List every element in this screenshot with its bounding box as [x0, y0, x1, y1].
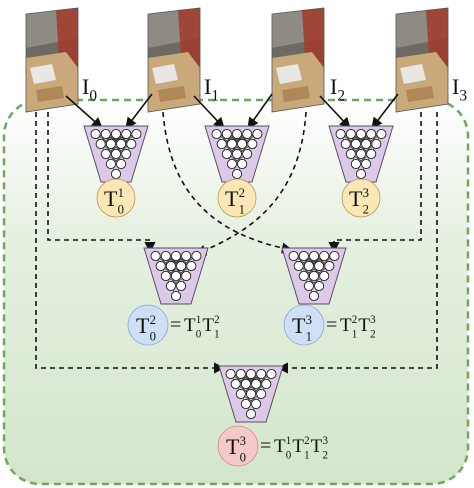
camera-image-1: [147, 7, 201, 113]
image-label-3: I3: [452, 74, 467, 105]
level1-node-2: [341, 178, 381, 218]
arrow-i0-net01: [65, 95, 103, 129]
image-label-2: I2: [330, 74, 345, 105]
network-0-2: [143, 247, 209, 305]
image-label-0: I0: [82, 74, 97, 105]
level1-node-0: [96, 178, 136, 218]
network-2-3: [328, 125, 394, 183]
camera-image-2: [271, 7, 325, 113]
arrow-i0-net02: [47, 112, 156, 254]
level2-node-0: [127, 304, 169, 346]
level2-node-1: [283, 304, 325, 346]
level2-equals-1: =: [326, 314, 337, 336]
arrow-i2-net12: [247, 93, 273, 129]
camera-image-0: [25, 7, 79, 113]
network-1-2: [204, 125, 270, 183]
network-1-3: [281, 247, 347, 305]
arrow-i2-net23: [319, 95, 351, 129]
arrow-i1-net12: [193, 95, 225, 129]
arrow-i3-net23: [371, 93, 399, 129]
camera-image-3: [395, 7, 449, 113]
arrow-i3-net13: [328, 112, 422, 254]
image-label-1: I1: [204, 74, 219, 105]
level1-node-1: [217, 178, 257, 218]
network-0-1: [83, 125, 149, 183]
arrow-i1-net13: [162, 111, 294, 254]
arrow-i1-net01: [125, 93, 153, 129]
level3-equals: =: [260, 435, 271, 457]
arrow-i3-net03: [276, 112, 438, 374]
level2-equals-0: =: [170, 314, 181, 336]
arrow-i2-net02: [194, 111, 307, 256]
network-0-3: [218, 365, 284, 423]
arrow-i0-net03: [35, 112, 226, 374]
level3-node: [217, 425, 259, 467]
arrows-layer: [35, 93, 438, 374]
